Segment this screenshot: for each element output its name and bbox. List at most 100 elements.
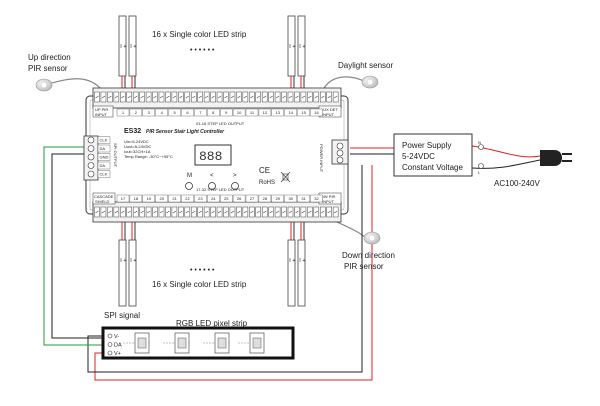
channel-label-17: 17	[121, 196, 126, 201]
channel-label-10: 10	[237, 110, 242, 115]
terminal-screw-slot	[198, 95, 202, 99]
terminal-screw-slot	[185, 95, 189, 99]
top-strips-label: 16 x Single color LED strip	[152, 30, 247, 39]
pixel-chip	[217, 337, 227, 349]
next-button[interactable]	[231, 182, 239, 190]
spi-wire-black	[51, 153, 105, 339]
daylight-sensor	[361, 75, 379, 89]
svg-text:I +: I +	[130, 258, 136, 264]
spi-screw	[87, 170, 95, 178]
channel-box	[116, 194, 130, 203]
terminal-screw-slot	[314, 95, 318, 99]
terminal-screw-slot	[301, 95, 306, 99]
pixel-chip	[137, 337, 147, 349]
terminal-screw-slot	[204, 95, 209, 99]
terminal-screw-slot	[275, 95, 280, 99]
terminal-screw-slot	[250, 210, 254, 214]
pixel-pin-da: DA	[114, 343, 122, 349]
terminal-screw-slot	[166, 210, 170, 214]
terminal-screw-slot	[166, 95, 170, 99]
top-strips-dots: • • • • • •	[190, 47, 215, 54]
cascade-label-1: CASCADE	[94, 194, 114, 199]
terminal-screw-slot	[121, 210, 125, 214]
top-output-label: 01-16 STEP LED OUTPUT	[196, 121, 245, 126]
top-terminal-screws	[94, 91, 339, 103]
channel-box	[168, 194, 181, 203]
terminal-screw-slot	[172, 95, 177, 99]
rgb-strip-label: RGB LED pixel strip	[176, 319, 248, 328]
terminal-screw-slot	[198, 210, 202, 214]
dw-pir-label-2: INPUT	[322, 199, 335, 204]
terminal-screw-slot	[237, 95, 241, 99]
control-buttons: M < >	[185, 173, 239, 190]
channel-box	[129, 194, 143, 203]
channel-box	[232, 108, 246, 117]
channel-box	[245, 194, 259, 203]
channel-label-12: 12	[263, 110, 268, 115]
bottom-led-strip-left: I + I +	[118, 222, 137, 307]
mode-button[interactable]	[185, 182, 193, 190]
channel-label-5: 5	[173, 110, 176, 115]
terminal-screw-slot	[179, 95, 183, 99]
svg-text:N: N	[478, 140, 481, 145]
weee-icon	[280, 171, 291, 183]
channel-label-23: 23	[198, 196, 203, 201]
channel-box	[155, 108, 168, 117]
svg-text:I +: I +	[289, 44, 295, 50]
terminal-screw-slot	[269, 95, 273, 99]
terminal-screw-slot	[101, 95, 106, 99]
psu-line-2: 5-24VDC	[402, 152, 435, 161]
terminal-screw-slot	[140, 95, 144, 99]
channel-label-18: 18	[134, 196, 139, 201]
terminal-screw-slot	[308, 95, 312, 99]
rgb-pixel-strip: V-DAV+	[101, 326, 295, 360]
power-supply: Power Supply 5-24VDC Constant Voltage N …	[393, 133, 484, 177]
terminal-screw-slot	[211, 95, 215, 99]
channel-label-14: 14	[288, 110, 293, 115]
spec-line-1: Uin=5-24VDC	[124, 139, 149, 144]
spi-pin-gnd: GND	[100, 155, 109, 160]
channel-label-22: 22	[185, 196, 190, 201]
channel-box	[116, 108, 130, 117]
terminal-screw-slot	[243, 95, 248, 99]
up-sensor-label-2: PIR sensor	[28, 64, 68, 73]
channel-label-11: 11	[250, 110, 255, 115]
up-pir-label-1: UP PIR	[95, 107, 108, 112]
terminal-screw-slot	[146, 95, 151, 99]
lux-det-label-1: LUX DET	[321, 107, 338, 112]
terminal-screw-slot	[243, 210, 248, 214]
channel-box	[181, 194, 194, 203]
bottom-terminal-screws	[94, 206, 339, 218]
terminal-screw-slot	[314, 210, 318, 214]
ce-mark: CE	[259, 166, 270, 175]
channel-box	[181, 108, 194, 117]
terminal-screw-slot	[250, 95, 254, 99]
channel-label-16: 16	[314, 110, 319, 115]
terminal-screw-slot	[217, 95, 222, 99]
pixel-pin-vminus: V-	[114, 334, 119, 340]
terminal-screw-slot	[256, 95, 260, 99]
channel-box	[258, 108, 272, 117]
up-pir-sensor	[35, 78, 53, 92]
channel-label-7: 7	[199, 110, 202, 115]
terminal-screw-slot	[237, 210, 241, 214]
terminal-screw-slot	[269, 210, 273, 214]
spi-terminal-screws	[87, 136, 95, 178]
terminal-screw-slot	[134, 95, 138, 99]
psu-line-1: Power Supply	[402, 141, 451, 150]
terminal-screw-slot	[185, 210, 189, 214]
lux-det-label-2: INPUT	[322, 112, 335, 117]
terminal-screw-slot	[159, 210, 164, 214]
spi-signal-label: SPI signal	[104, 311, 140, 320]
spi-pin-box	[97, 161, 111, 170]
terminal-screw-slot	[282, 95, 286, 99]
wires	[43, 76, 541, 381]
prev-button[interactable]	[208, 182, 216, 190]
channel-box	[142, 108, 156, 117]
channel-box	[310, 194, 323, 203]
spi-pin-box	[97, 153, 111, 161]
terminal-screw-slot	[256, 210, 260, 214]
